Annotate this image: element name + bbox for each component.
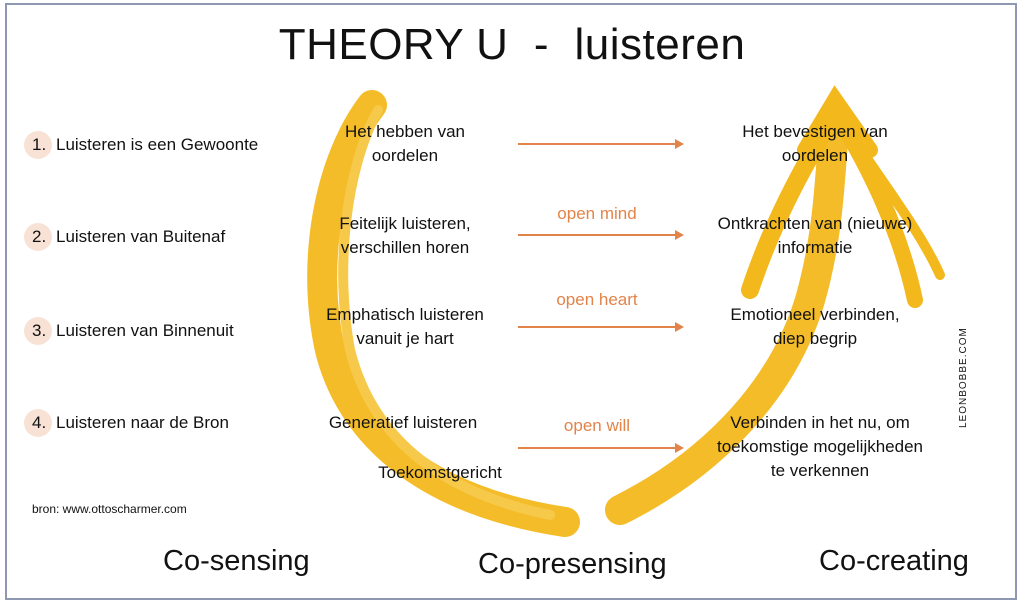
level-4: 4. Luisteren naar de Bron: [24, 409, 229, 437]
level-label: Luisteren van Buitenaf: [56, 227, 226, 246]
u-right-stroke: [605, 100, 850, 525]
level-1: 1. Luisteren is een Gewoonte: [24, 131, 258, 159]
cell-line: informatie: [777, 238, 853, 257]
cell-line: Feitelijk luisteren,: [339, 214, 471, 233]
brand-watermark: LEONBOBBE.COM: [958, 327, 969, 428]
source-note: bron: www.ottoscharmer.com: [32, 502, 187, 516]
cell-line: verschillen horen: [340, 238, 470, 257]
left-cell-4-b: Toekomstgericht: [378, 463, 502, 482]
arrow-right: [518, 443, 684, 453]
cell-line: Emotioneel verbinden,: [730, 305, 900, 324]
level-badge: 2.: [24, 223, 52, 251]
right-cell-2: Ontkrachten van (nieuwe) informatie: [695, 212, 935, 260]
level-label: Luisteren naar de Bron: [56, 413, 229, 432]
level-3: 3. Luisteren van Binnenuit: [24, 317, 234, 345]
u-right-arrowhead: [797, 85, 878, 158]
cell-line: Ontkrachten van (nieuwe): [717, 214, 913, 233]
phase-co-sensing: Co-sensing: [163, 545, 310, 577]
cell-line: Emphatisch luisteren: [326, 305, 484, 324]
phase-co-creating: Co-creating: [819, 545, 969, 577]
left-cell-1: Het hebben van oordelen: [305, 120, 505, 168]
level-badge: 4.: [24, 409, 52, 437]
phase-co-presensing: Co-presensing: [478, 548, 667, 580]
level-badge: 3.: [24, 317, 52, 345]
u-left-stroke-inner: [338, 105, 555, 520]
cell-line: diep begrip: [772, 329, 858, 348]
right-cell-4: Verbinden in het nu, om toekomstige moge…: [695, 411, 945, 483]
page-title: THEORY U - luisteren: [278, 20, 746, 69]
cell-line: toekomstige mogelijkheden: [716, 437, 923, 456]
opening-label-will: open will: [563, 416, 631, 435]
level-label: Luisteren is een Gewoonte: [56, 135, 259, 154]
right-cell-1: Het bevestigen van oordelen: [700, 120, 930, 168]
left-cell-3: Emphatisch luisteren vanuit je hart: [305, 303, 505, 351]
left-cell-4-a: Generatief luisteren: [328, 413, 478, 432]
cell-line: Verbinden in het nu, om: [730, 413, 910, 432]
opening-label-mind: open mind: [557, 204, 637, 223]
level-label: Luisteren van Binnenuit: [56, 321, 234, 340]
level-badge: 1.: [24, 131, 52, 159]
cell-line: vanuit je hart: [356, 329, 454, 348]
level-2: 2. Luisteren van Buitenaf: [24, 223, 225, 251]
arrow-right: [518, 322, 684, 332]
cell-line: te verkennen: [770, 461, 870, 480]
arrow-right: [518, 139, 684, 149]
cell-line: oordelen: [781, 146, 849, 165]
cell-line: Het hebben van: [344, 122, 466, 141]
opening-label-heart: open heart: [556, 290, 638, 309]
cell-line: Het bevestigen van: [742, 122, 888, 141]
u-left-stroke: [307, 90, 580, 537]
cell-line: oordelen: [371, 146, 439, 165]
left-cell-2: Feitelijk luisteren, verschillen horen: [305, 212, 505, 260]
arrow-right: [518, 230, 684, 240]
right-cell-3: Emotioneel verbinden, diep begrip: [700, 303, 930, 351]
